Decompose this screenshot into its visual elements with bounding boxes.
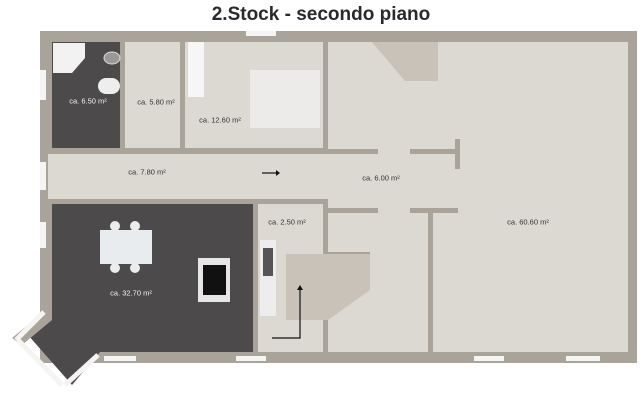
room-label-bathroom: ca. 6.50 m² [69,96,107,106]
floor-kitchen [28,204,258,385]
sink-icon-kitchen [263,248,273,276]
stairs-top [372,42,438,81]
bathtub-end [98,78,120,94]
room-label-bedroom: ca. 12.60 m² [199,115,241,125]
room-label-closet: ca. 5.80 m² [137,97,175,107]
shower [53,43,85,73]
stairs-bottom [286,254,370,320]
room-label-corridor: ca. 6.00 m² [362,173,400,183]
floor-hallway [48,154,328,199]
cooktop [203,265,226,295]
room-label-hallway: ca. 7.80 m² [128,167,166,177]
sink-icon [103,51,121,65]
room-label-kitchen: ca. 32.70 m² [110,288,152,298]
bed [250,70,320,128]
page-title: 2.Stock - secondo piano [211,4,431,25]
floor-closet [125,42,180,148]
dining-table [100,230,152,264]
room-label-attic: ca. 60.60 m² [507,217,549,227]
floor-big [328,42,628,352]
room-label-landing: ca. 2.50 m² [268,217,306,227]
